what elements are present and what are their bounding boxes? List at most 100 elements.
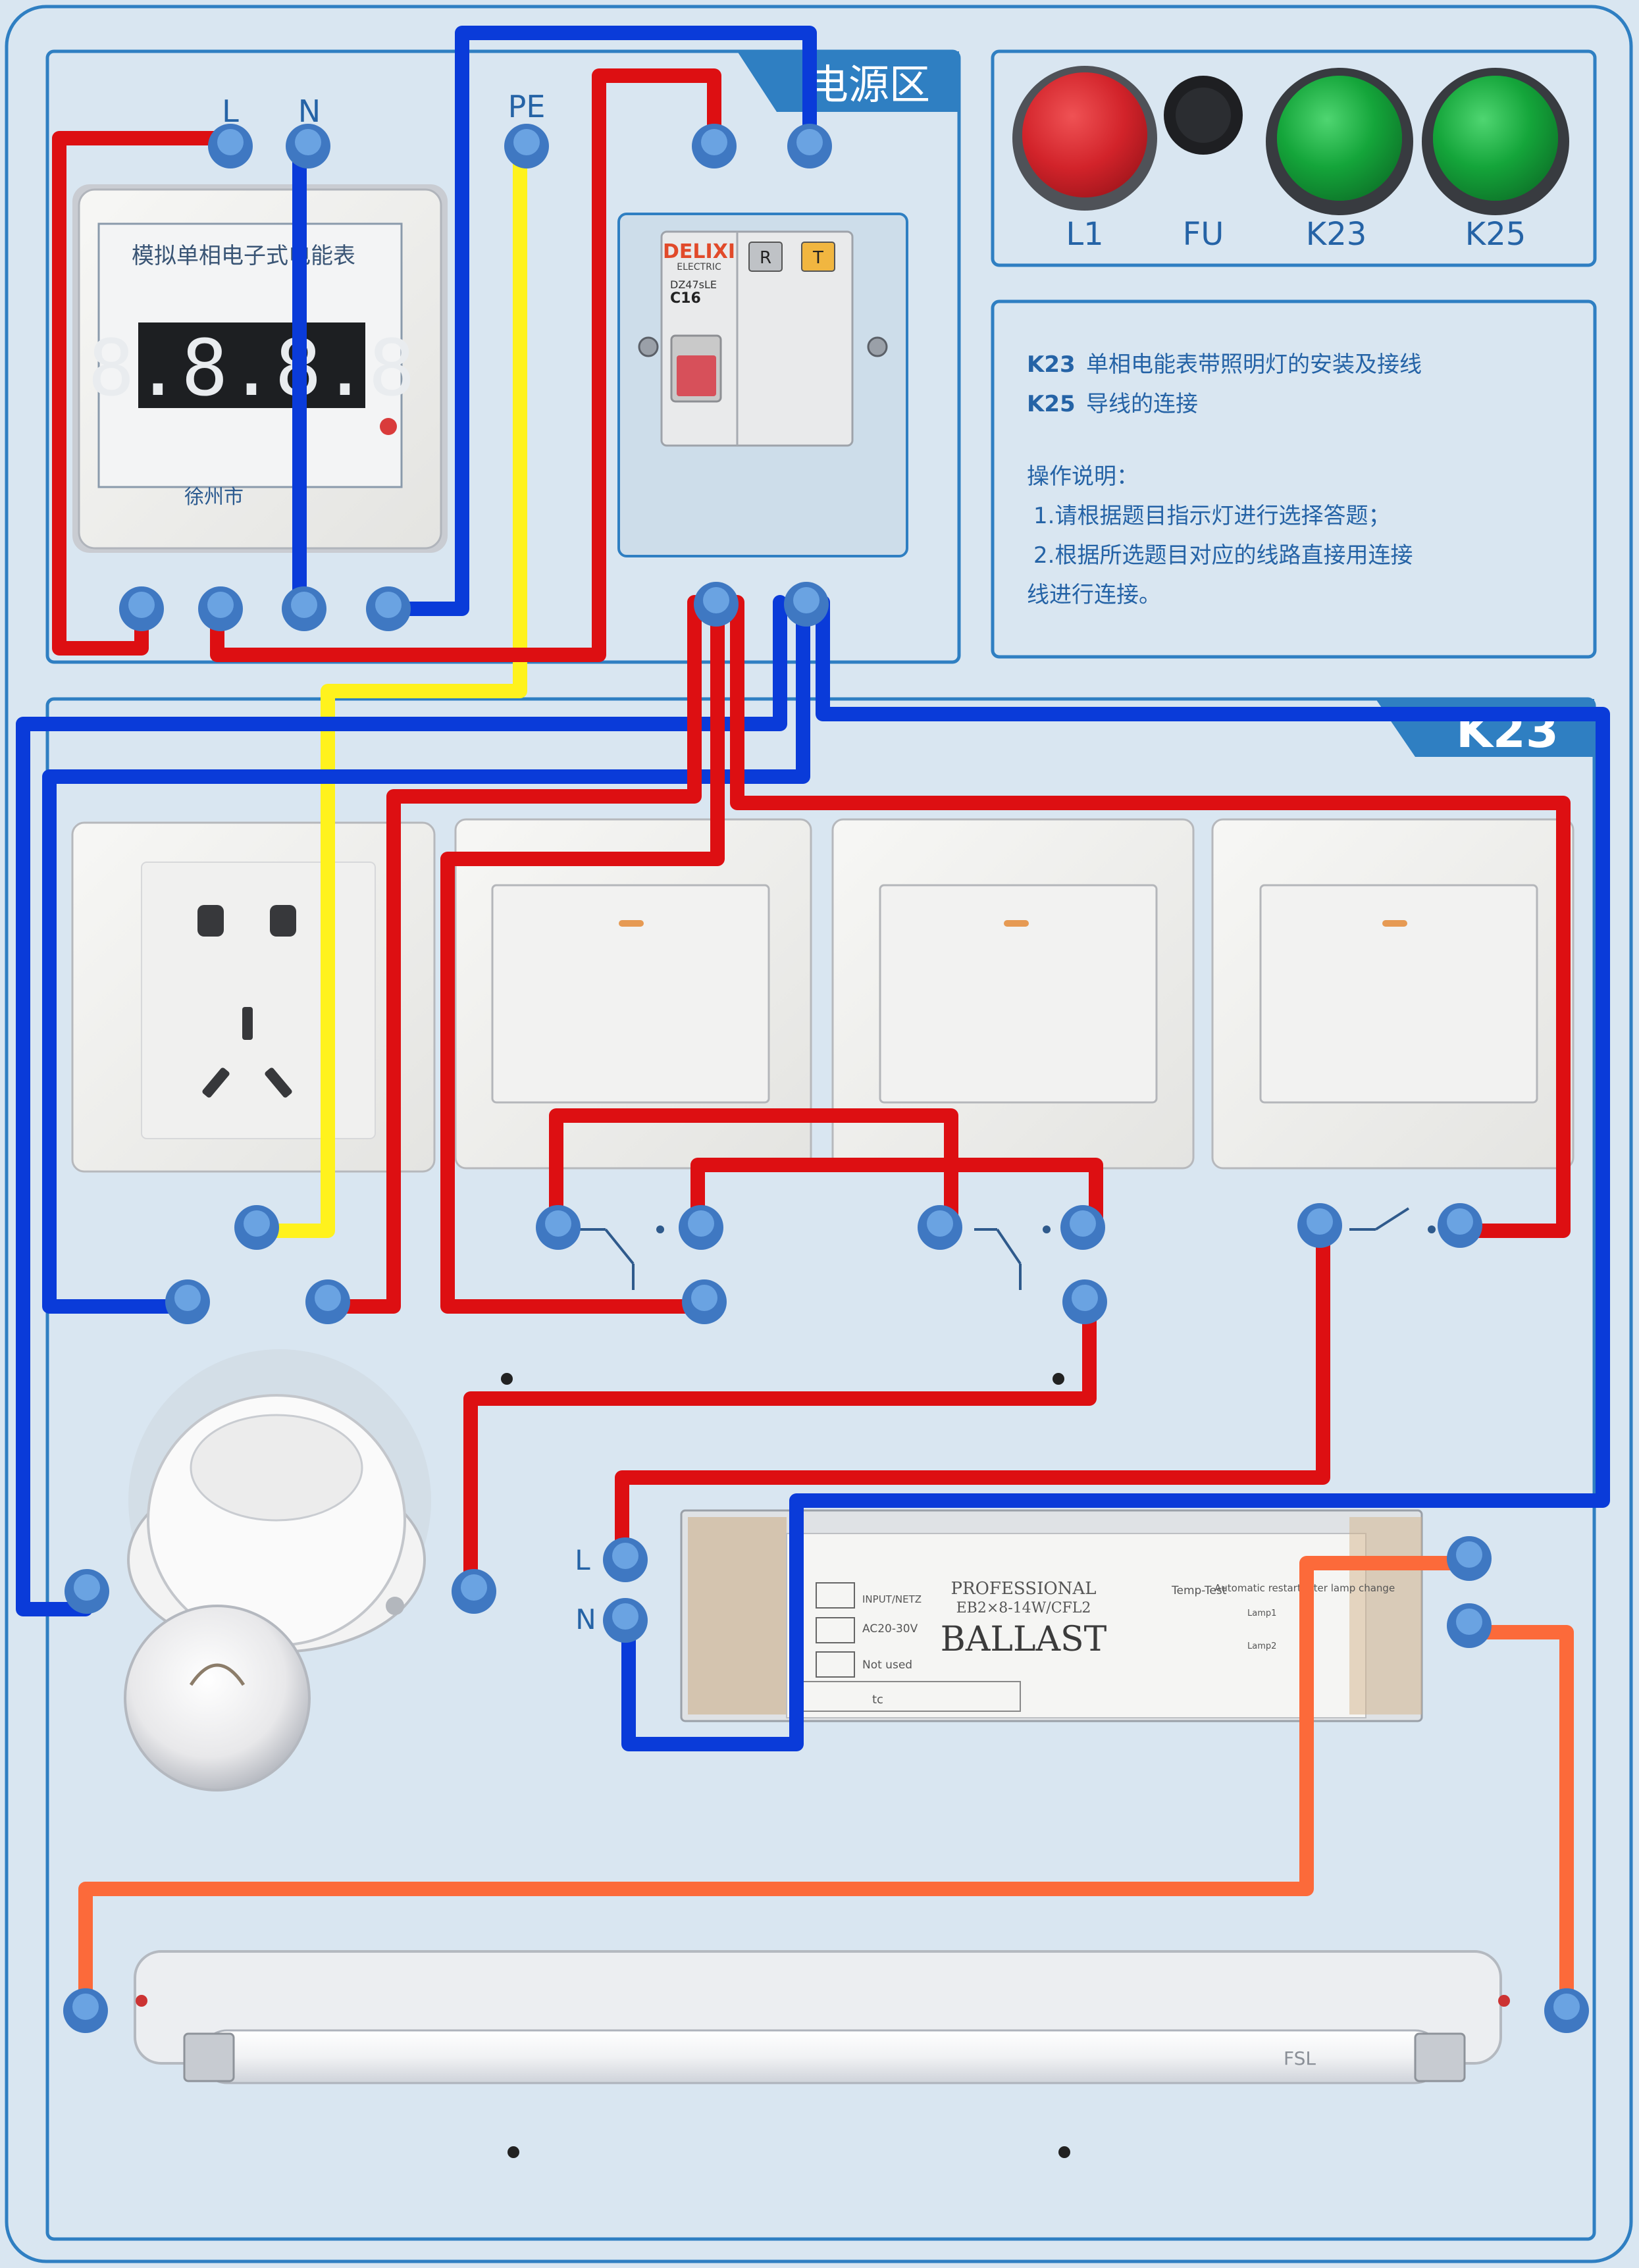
terminal-post-ballast-n[interactable] — [603, 1598, 648, 1643]
mount-dot — [1498, 1995, 1510, 2007]
terminal-post-ballast-out-1[interactable] — [1447, 1536, 1492, 1581]
terminal-post-bulb-n[interactable] — [65, 1569, 109, 1614]
mount-dot — [136, 1995, 147, 2007]
terminal-post-meter-4[interactable] — [366, 586, 411, 631]
breaker-t-key[interactable] — [801, 242, 835, 272]
ballast: PROFESSIONAL EB2×8-14W/CFL2 BALLAST INPU… — [680, 1509, 1423, 1722]
wire-live-bridge-a[interactable] — [549, 1108, 958, 1238]
terminal-post-tube-right[interactable] — [1544, 1988, 1589, 2033]
fluorescent-lamp: FSL — [134, 1950, 1502, 2084]
terminal-post-sw2-a[interactable] — [918, 1205, 962, 1250]
socket-outlet — [71, 821, 436, 1173]
energy-meter: 模拟单相电子式电能表 8.8.8.8 徐州市 — [72, 184, 448, 553]
switch-symbols — [578, 1207, 1436, 1290]
terminal-post-socket-n[interactable] — [165, 1279, 210, 1324]
terminal-post-sw1-b[interactable] — [679, 1205, 723, 1250]
terminal-post-bulb-l[interactable] — [452, 1569, 496, 1614]
wire-live-to-socket[interactable] — [321, 595, 702, 1314]
ballast-temp-test: Temp-Test — [1171, 1584, 1227, 1597]
instructions-line2-code: K25 — [1027, 391, 1076, 417]
terminal-post-breaker-out-l[interactable] — [694, 582, 739, 627]
instructions-line1-text: 单相电能表带照明灯的安装及接线 — [1086, 351, 1422, 378]
socket-pin-bottom-left — [202, 1068, 230, 1098]
meter-maker: 徐州市 — [184, 486, 244, 509]
terminal-post-breaker-out-n[interactable] — [784, 582, 829, 627]
terminal-post-pe[interactable] — [504, 124, 549, 168]
wire-neutral-meter-out[interactable] — [381, 26, 817, 616]
ballast-lamp2: Lamp2 — [1247, 1641, 1276, 1651]
ballast-not-used: Not used — [862, 1659, 912, 1672]
terminal-post-sw3-a[interactable] — [1297, 1203, 1342, 1248]
ballast-name: BALLAST — [941, 1620, 1107, 1659]
board-outer-frame — [5, 5, 1633, 2263]
indicator-label-k23: K23 — [1306, 216, 1367, 253]
terminal-post-meter-3[interactable] — [282, 586, 326, 631]
terminal-post-n-in[interactable] — [286, 124, 330, 168]
switch-3[interactable] — [1211, 818, 1574, 1170]
terminal-post-tube-left[interactable] — [63, 1988, 108, 2033]
wire-live-supply[interactable] — [52, 131, 231, 656]
terminal-post-meter-2[interactable] — [198, 586, 243, 631]
power-area-title: 电源区 — [808, 61, 930, 109]
mount-dot — [1058, 2146, 1070, 2158]
wire-neutral-socket[interactable] — [42, 595, 810, 1314]
instructions-heading: 操作说明： — [1027, 463, 1139, 490]
power-area: 电源区 L N PE 模拟单相电子式电能表 8.8.8.8 徐州市 DELIXI… — [45, 49, 961, 664]
wire-neutral-ballast[interactable] — [621, 595, 1610, 1751]
terminal-post-l-in[interactable] — [208, 124, 253, 168]
fluorescent-tube — [199, 2029, 1443, 2084]
terminal-post-ballast-l[interactable] — [603, 1537, 648, 1582]
terminal-post-ballast-out-2[interactable] — [1447, 1603, 1492, 1648]
wire-live-bridge-b[interactable] — [690, 1158, 1103, 1238]
instructions-step2-cont: 线进行连接。 — [1027, 582, 1161, 608]
wire-tube-1[interactable] — [78, 1556, 1488, 2021]
instructions-line2-text: 导线的连接 — [1086, 391, 1198, 417]
ballast-tc: tc — [872, 1693, 883, 1707]
wire-live-meter-out[interactable] — [210, 68, 721, 662]
breaker-r-key[interactable] — [748, 242, 783, 272]
terminal-post-breaker-in-n[interactable] — [787, 124, 832, 168]
terminal-posts — [63, 124, 1589, 2033]
wire-live-switch1[interactable] — [440, 595, 725, 1314]
indicator-label-fu: FU — [1183, 216, 1224, 253]
wires — [16, 26, 1610, 2021]
breaker-brand-sub: ELECTRIC — [677, 262, 721, 272]
socket-pin-left — [197, 905, 224, 937]
terminal-label-l: L — [222, 93, 239, 129]
breaker-brand: DELIXI — [663, 240, 735, 263]
wire-live-to-ballast[interactable] — [615, 1224, 1330, 1570]
terminal-post-sw1-a[interactable] — [536, 1205, 581, 1250]
terminal-post-sw2-c[interactable] — [1062, 1279, 1107, 1324]
terminal-label-n: N — [298, 93, 321, 129]
instructions-step2: 2.根据所选题目对应的线路直接用连接 — [1033, 542, 1413, 569]
ballast-lamp1: Lamp1 — [1247, 1609, 1276, 1618]
indicator-label-k25: K25 — [1465, 216, 1526, 253]
power-area-tab — [737, 51, 959, 112]
switch-2[interactable] — [831, 818, 1195, 1170]
meter-display — [138, 322, 365, 408]
terminal-post-sw1-c[interactable] — [682, 1279, 727, 1324]
switch-1[interactable] — [454, 818, 812, 1170]
instructions-panel: K23 单相电能表带照明灯的安装及接线 K25 导线的连接 操作说明： 1.请根… — [991, 299, 1597, 659]
lamp-terminal-label-n: N — [575, 1603, 596, 1636]
terminal-post-breaker-in-l[interactable] — [692, 124, 737, 168]
terminal-post-socket-l[interactable] — [305, 1279, 350, 1324]
terminal-post-socket-pe[interactable] — [234, 1205, 279, 1250]
mount-dot — [507, 2146, 519, 2158]
k23-area: K23 — [45, 697, 1596, 2241]
wire-tube-2[interactable] — [1470, 1625, 1574, 2021]
socket-pin-bottom-right — [265, 1068, 292, 1098]
breaker-r-label: R — [760, 248, 771, 268]
terminal-post-sw3-b[interactable] — [1438, 1203, 1482, 1248]
tube-mark: FSL — [1284, 2048, 1316, 2069]
terminal-post-sw2-b[interactable] — [1060, 1205, 1105, 1250]
wire-live-to-bulb[interactable] — [463, 1299, 1097, 1600]
wire-live-switch3[interactable] — [730, 595, 1571, 1238]
wire-earth[interactable] — [249, 134, 527, 1238]
ballast-voltage: AC20-30V — [862, 1622, 918, 1636]
ballast-header: PROFESSIONAL — [951, 1579, 1097, 1599]
indicator-label-l1: L1 — [1066, 216, 1103, 253]
terminal-post-meter-1[interactable] — [119, 586, 164, 631]
wire-neutral-main[interactable] — [16, 595, 787, 1616]
